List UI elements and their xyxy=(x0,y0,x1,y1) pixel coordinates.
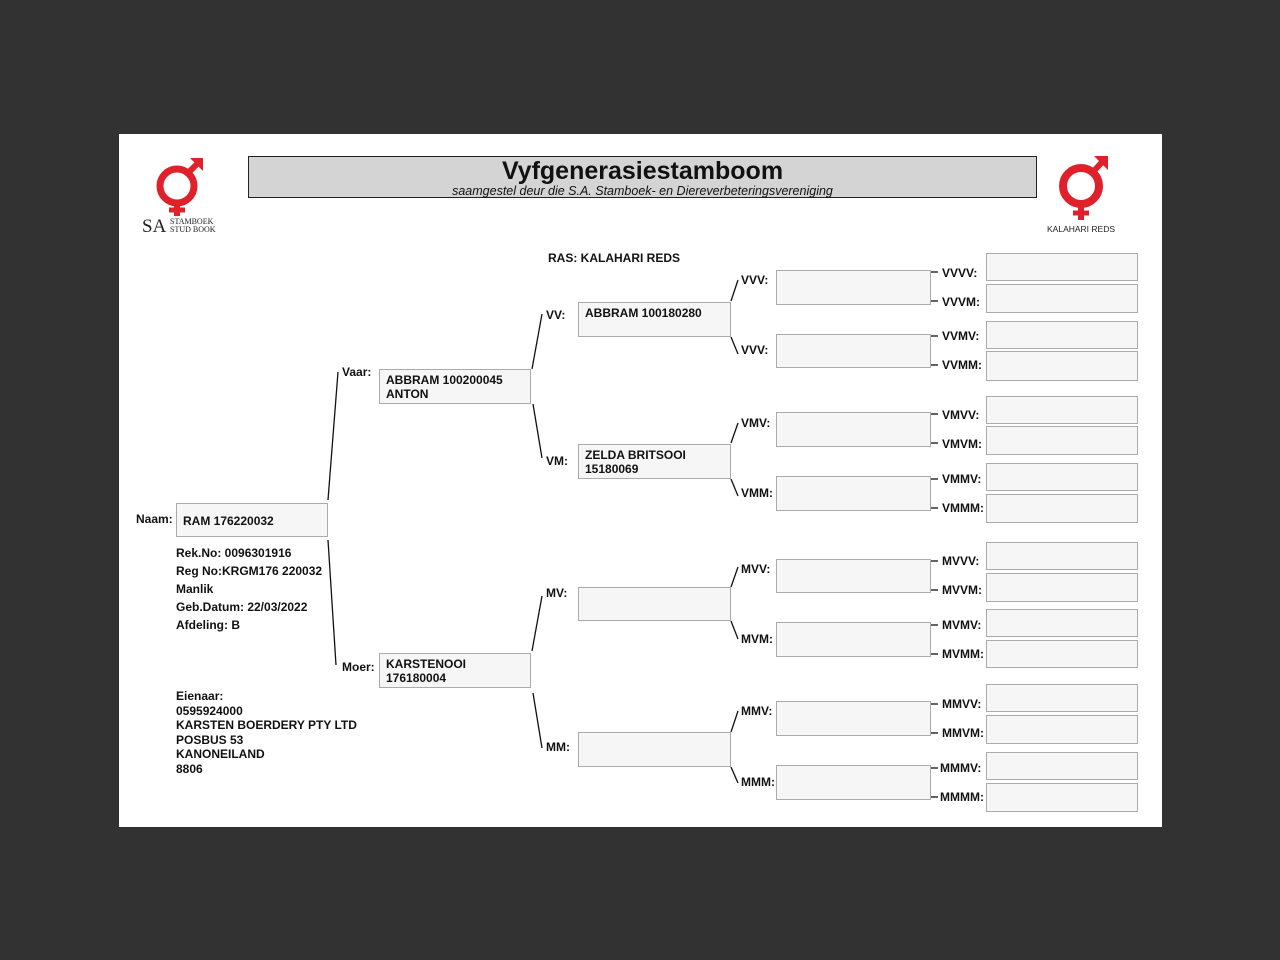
animal-details: Rek.No: 0096301916 Reg No:KRGM176 220032… xyxy=(176,544,322,634)
dam-box: KARSTENOOI 176180004 xyxy=(379,653,531,688)
gen4-box xyxy=(986,640,1138,668)
vv-label: VV: xyxy=(546,308,566,322)
gen3-box xyxy=(776,765,931,800)
gen4-box xyxy=(986,253,1138,281)
gen3-label: VVV: xyxy=(741,343,769,357)
gen4-box xyxy=(986,752,1138,780)
gen4-box xyxy=(986,715,1138,744)
dam-label: Moer: xyxy=(342,660,375,674)
page-subtitle: saamgestel deur die S.A. Stamboek- en Di… xyxy=(452,184,833,198)
gen4-box xyxy=(986,396,1138,424)
logo-stamboek-line2: STUD BOOK xyxy=(170,225,216,234)
kalahari-symbol-icon xyxy=(1059,156,1108,220)
reg-no: Reg No:KRGM176 220032 xyxy=(176,564,323,578)
gen4-label: MMVV: xyxy=(942,697,982,711)
logo-kalahari-text: KALAHARI REDS xyxy=(1047,224,1116,234)
owner-details: Eienaar: 0595924000 KARSTEN BOERDERY PTY… xyxy=(176,689,357,776)
gen4-box xyxy=(986,463,1138,491)
gen4-label: VMVM: xyxy=(942,437,982,451)
kalahari-reds-logo: KALAHARI REDS xyxy=(1044,154,1126,238)
gen4-label: MVVV: xyxy=(942,554,980,568)
sire-line1: ABBRAM 100200045 xyxy=(386,373,503,387)
gen3-label: VMV: xyxy=(741,416,771,430)
gen4-box xyxy=(986,351,1138,381)
breed-label: RAS: KALAHARI REDS xyxy=(548,251,680,265)
gen3-label: VMM: xyxy=(741,486,773,500)
owner-address2: KANONEILAND xyxy=(176,747,265,761)
birth-date: Geb.Datum: 22/03/2022 xyxy=(176,600,308,614)
section: Afdeling: B xyxy=(176,618,240,632)
gen3-box xyxy=(776,334,931,368)
mm-label: MM: xyxy=(546,740,570,754)
owner-postcode: 8806 xyxy=(176,761,203,776)
rek-no: Rek.No: 0096301916 xyxy=(176,546,292,560)
gen4-box xyxy=(986,783,1138,812)
owner-name: KARSTEN BOERDERY PTY LTD xyxy=(176,718,357,732)
sire-box: ABBRAM 100200045 ANTON xyxy=(379,369,531,404)
stamboek-symbol-icon xyxy=(156,158,203,216)
gen4-label: MMMM: xyxy=(940,790,984,804)
gen3-box xyxy=(776,559,931,593)
gen4-box xyxy=(986,284,1138,313)
dam-line1: KARSTENOOI xyxy=(386,657,467,671)
gen4-label: MMMV: xyxy=(940,761,982,775)
gen4-label: MMVM: xyxy=(942,726,984,740)
gen4-label: VVVV: xyxy=(942,266,978,280)
gen4-box xyxy=(986,542,1138,570)
vm-box: ZELDA BRITSOOI 15180069 xyxy=(578,444,731,479)
gen3-box xyxy=(776,701,931,736)
gen3-box xyxy=(776,476,931,511)
mv-box xyxy=(578,587,731,621)
vm-label: VM: xyxy=(546,454,568,468)
sire-label: Vaar: xyxy=(342,365,372,379)
logo-sa-text: SA xyxy=(142,216,167,237)
gen4-label: VMVV: xyxy=(942,408,980,422)
gen4-label: MVVM: xyxy=(942,583,982,597)
owner-label: Eienaar: xyxy=(176,689,224,703)
logo-stamboek-line1: STAMBOEK xyxy=(170,217,214,226)
gen3-label: MVM: xyxy=(741,632,773,646)
gen3-label: VVV: xyxy=(741,273,769,287)
dam-line2: 176180004 xyxy=(386,671,447,685)
gen4-label: VVMV: xyxy=(942,329,980,343)
gen4-box xyxy=(986,426,1138,455)
vm-line2: 15180069 xyxy=(585,462,639,476)
sex: Manlik xyxy=(176,582,214,596)
owner-address1: POSBUS 53 xyxy=(176,732,244,747)
gen3-box xyxy=(776,412,931,447)
gen4-label: VMMM: xyxy=(942,501,984,515)
sa-stamboek-logo: SA STAMBOEK STUD BOOK xyxy=(140,156,224,238)
gen4-label: MVMM: xyxy=(942,647,984,661)
vv-box: ABBRAM 100180280 xyxy=(578,302,731,337)
animal-name-box: RAM 176220032 xyxy=(176,503,328,537)
gen4-label: VVVM: xyxy=(942,295,981,309)
vm-line1: ZELDA BRITSOOI xyxy=(585,448,686,462)
owner-number: 0595924000 xyxy=(176,703,243,718)
gen4-box xyxy=(986,609,1138,637)
gen3-label: MMM: xyxy=(741,775,775,789)
gen4-box xyxy=(986,684,1138,712)
title-box: Vyfgenerasiestamboom saamgestel deur die… xyxy=(248,156,1037,198)
mv-label: MV: xyxy=(546,586,568,600)
gen3-label: MMV: xyxy=(741,704,773,718)
gen4-label: MVMV: xyxy=(942,618,982,632)
gen4-label: VMMV: xyxy=(942,472,982,486)
logo-stamboek-text: STAMBOEK STUD BOOK xyxy=(170,218,216,234)
gen3-box xyxy=(776,270,931,305)
gen3-box xyxy=(776,622,931,657)
gen4-box xyxy=(986,321,1138,349)
mm-box xyxy=(578,732,731,767)
page-title: Vyfgenerasiestamboom xyxy=(501,157,784,185)
gen3-label: MVV: xyxy=(741,562,771,576)
gen4-box xyxy=(986,573,1138,602)
name-label: Naam: xyxy=(136,512,173,526)
sire-line2: ANTON xyxy=(386,387,429,401)
gen4-box xyxy=(986,494,1138,523)
gen4-label: VVMM: xyxy=(942,358,982,372)
